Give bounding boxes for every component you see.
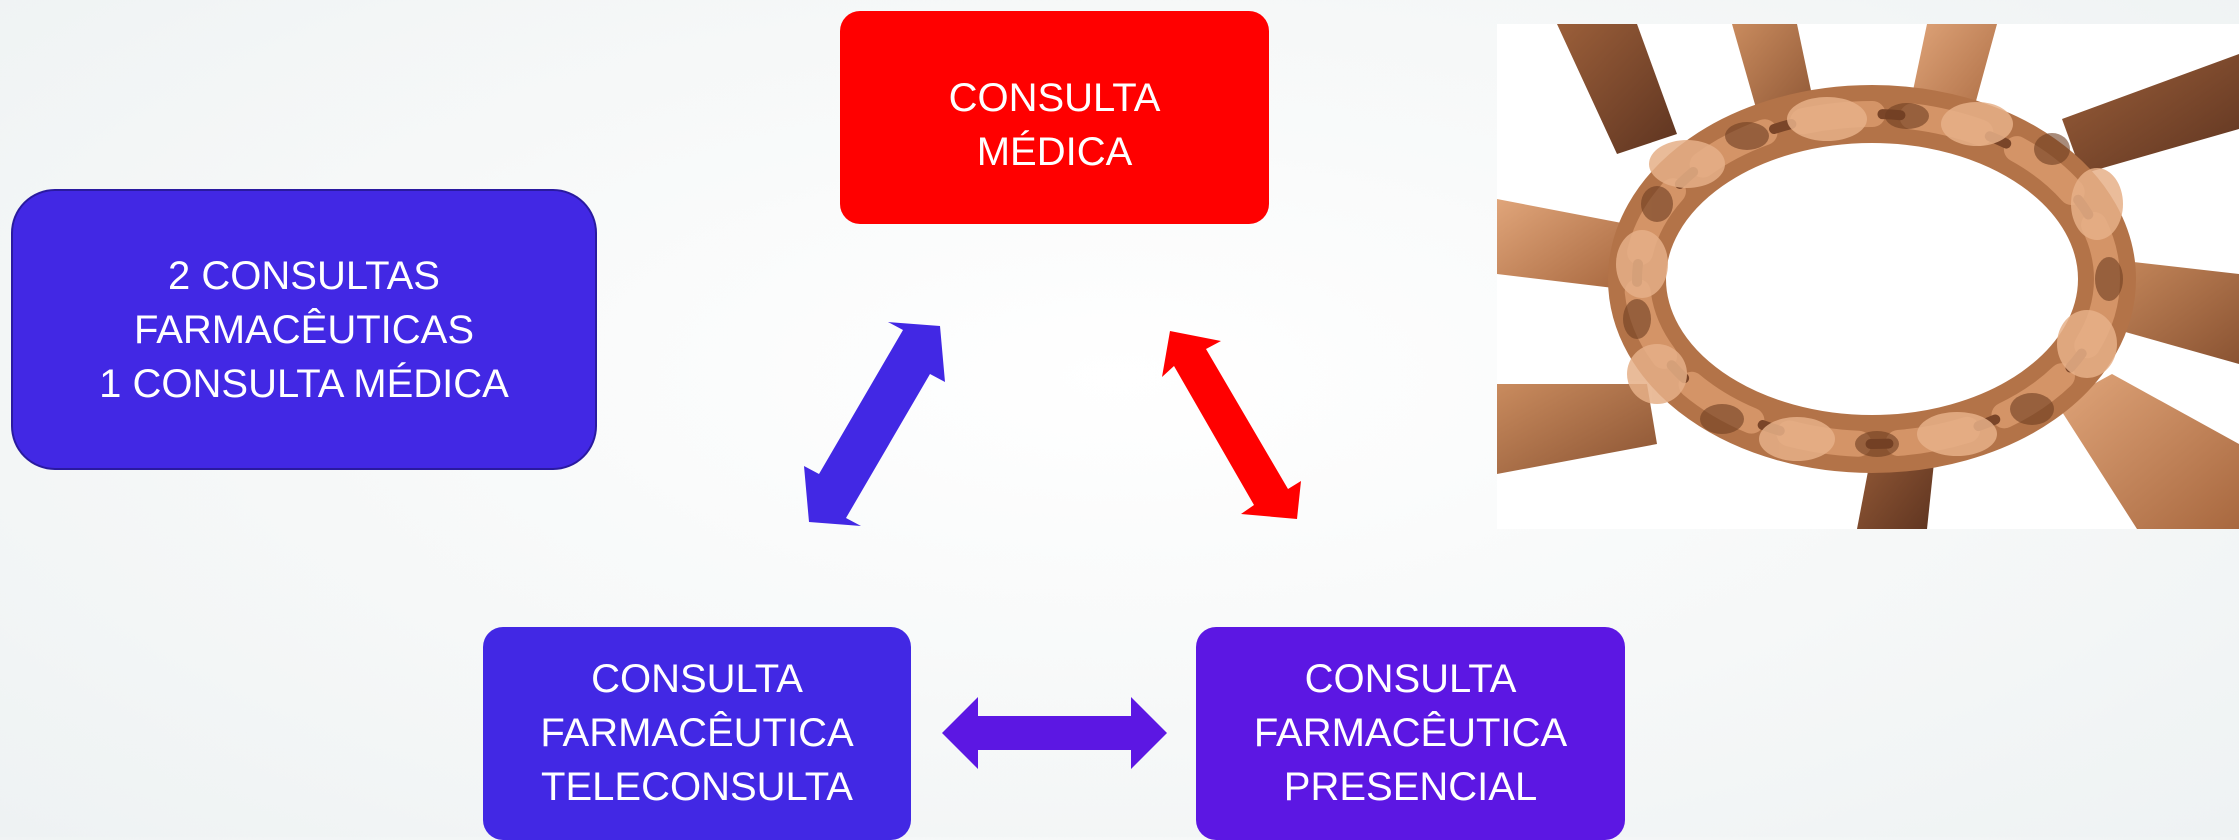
- arrow-medica-presencial: [1162, 331, 1301, 519]
- node-presencial-line-2: FARMACÊUTICA: [1253, 711, 1568, 755]
- summary-line-1: 2 CONSULTAS: [168, 253, 440, 298]
- node-consulta-medica: CONSULTA MÉDICA: [840, 11, 1269, 224]
- summary-line-3: 1 CONSULTA MÉDICA: [99, 361, 509, 406]
- node-presencial: CONSULTA FARMACÊUTICA PRESENCIAL: [1196, 627, 1625, 840]
- node-consulta-medica-line-1: CONSULTA: [948, 76, 1161, 120]
- node-teleconsulta: CONSULTA FARMACÊUTICA TELECONSULTA: [483, 627, 911, 840]
- arrow-tele-presencial: [942, 697, 1167, 769]
- arrow-tele-medica: [804, 322, 945, 526]
- summary-line-2: FARMACÊUTICAS: [133, 307, 475, 352]
- node-teleconsulta-line-1: CONSULTA: [591, 657, 803, 701]
- node-consulta-medica-line-2: MÉDICA: [976, 130, 1133, 174]
- node-presencial-line-3: PRESENCIAL: [1283, 765, 1538, 809]
- summary-box: 2 CONSULTAS FARMACÊUTICAS 1 CONSULTA MÉD…: [11, 189, 597, 470]
- node-presencial-line-1: CONSULTA: [1304, 657, 1517, 701]
- hands-circle-image: [1497, 24, 2239, 529]
- node-teleconsulta-line-3: TELECONSULTA: [541, 765, 853, 809]
- node-teleconsulta-line-2: FARMACÊUTICA: [540, 711, 854, 755]
